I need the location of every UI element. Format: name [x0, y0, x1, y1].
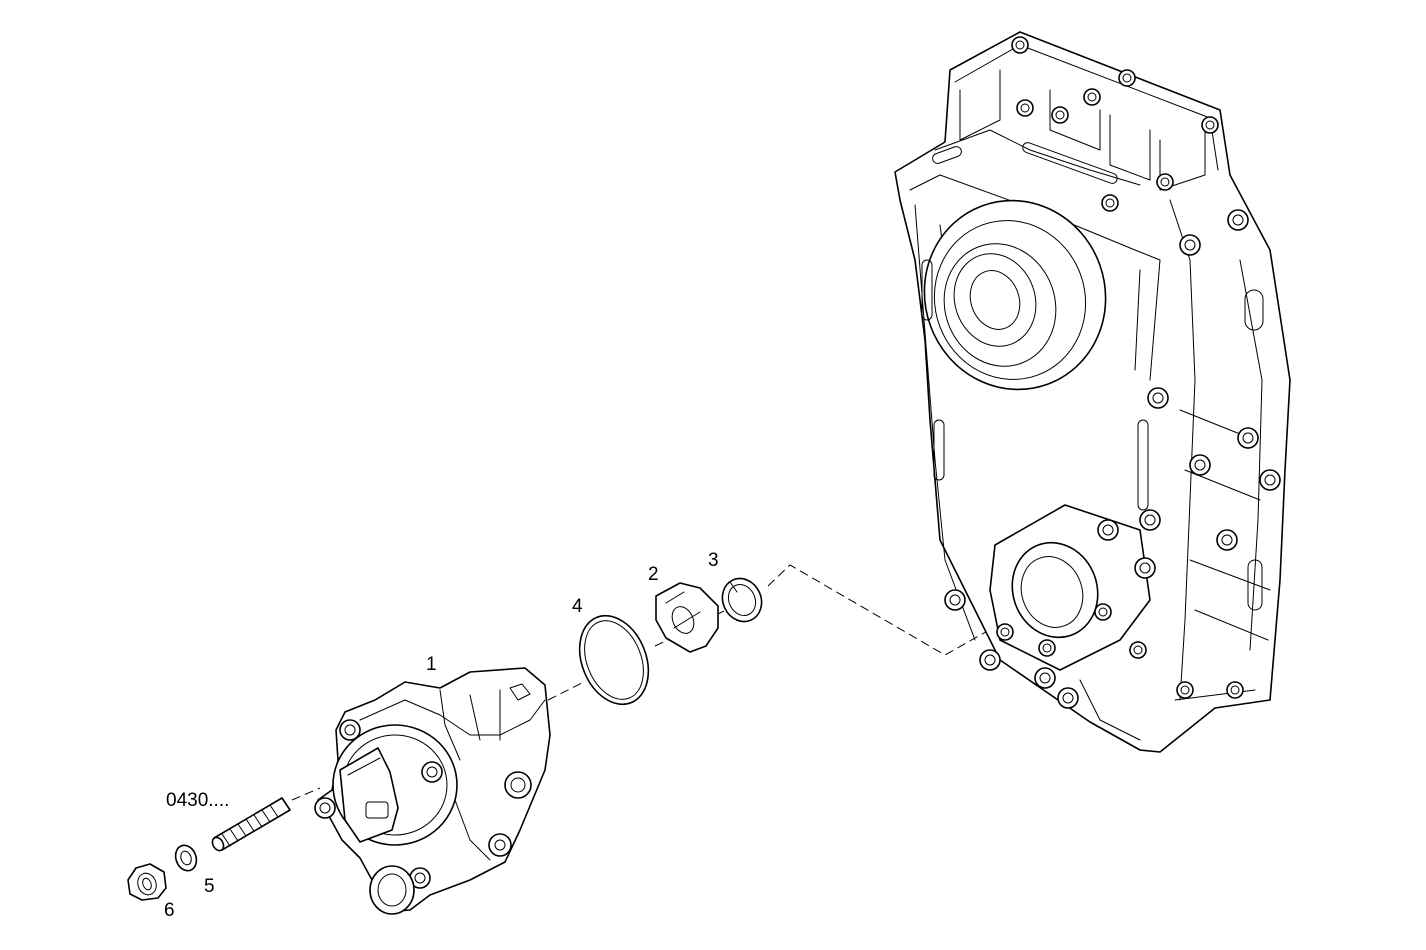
part-1-hydraulic-pump — [314, 667, 551, 915]
callout-2: 2 — [648, 564, 659, 585]
assembly-axis-line — [291, 564, 1061, 801]
callout-5: 5 — [204, 876, 215, 897]
callout-3: 3 — [708, 550, 719, 571]
callout-4: 4 — [572, 596, 583, 617]
callout-6: 6 — [164, 900, 175, 921]
stud-bolt — [211, 797, 291, 852]
callout-1: 1 — [426, 654, 437, 675]
transmission-housing — [894, 31, 1291, 753]
part-2-coupling — [655, 582, 719, 653]
housing-bolt-holes — [944, 36, 1281, 709]
part-3-snap-ring — [721, 577, 763, 623]
part-5-washer — [174, 844, 198, 872]
part-4-o-ring — [578, 614, 650, 706]
callout-ref-0430: 0430.... — [166, 790, 229, 811]
part-6-nut — [127, 863, 167, 901]
